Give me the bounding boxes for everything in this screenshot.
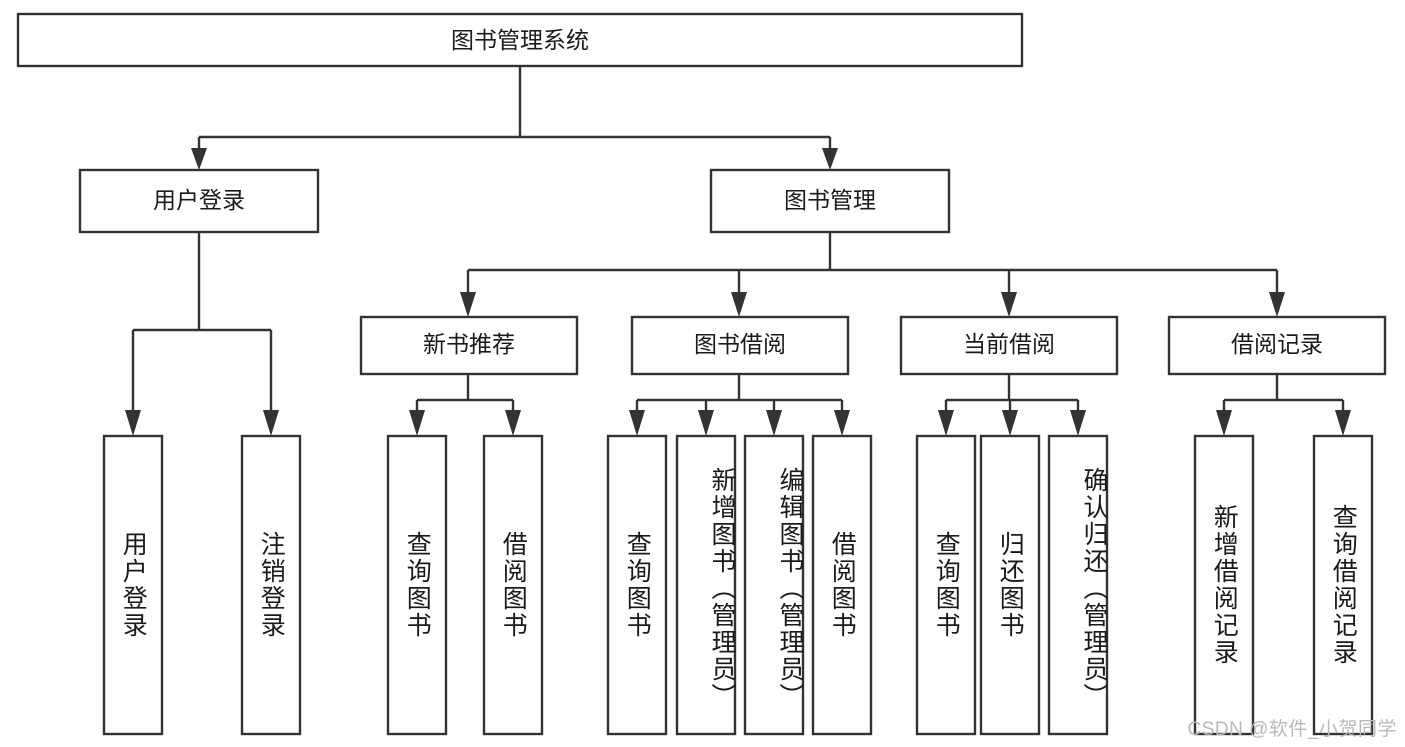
leaf-label-borrow-book-borrow: 借阅图书 xyxy=(828,531,857,639)
arrowhead-new-book-rec xyxy=(460,292,476,317)
arrowhead-book-mgmt xyxy=(822,148,838,170)
arrowhead-book-borrow xyxy=(731,292,747,317)
leaf-box-query-borrow-record[interactable] xyxy=(1312,434,1374,736)
leaf-box-query-book-borrow[interactable] xyxy=(606,434,668,736)
node-current-borrowing[interactable] xyxy=(899,315,1119,376)
leaf-box-query-book-rec[interactable] xyxy=(386,434,448,736)
leaf-label-edit-book-admin: 编辑图书（管理员） xyxy=(776,466,804,710)
leaf-label-query-borrow-record: 查询借阅记录 xyxy=(1329,504,1358,666)
leaf-box-borrow-book-borrow[interactable] xyxy=(811,434,873,736)
arrowhead-leaf-query-book-2 xyxy=(629,410,645,436)
leaf-label-query-book-borrow: 查询图书 xyxy=(623,531,652,639)
node-box-layer xyxy=(16,12,1387,736)
arrowhead-leaf-logout xyxy=(263,410,279,436)
label-current-borrowing: 当前借阅 xyxy=(963,331,1055,357)
node-user-login[interactable] xyxy=(78,168,320,234)
arrowhead-leaf-query-book-3 xyxy=(938,410,954,436)
leaf-box-add-book-admin[interactable] xyxy=(675,434,737,736)
arrowhead-borrow-record xyxy=(1269,292,1285,317)
leaf-label-add-borrow-record: 新增借阅记录 xyxy=(1210,504,1239,666)
label-user-login: 用户登录 xyxy=(153,187,245,213)
leaf-box-user-login[interactable] xyxy=(102,434,164,736)
leaf-label-return-book: 归还图书 xyxy=(996,531,1025,639)
leaf-box-return-book[interactable] xyxy=(979,434,1041,736)
label-root-book-management-system: 图书管理系统 xyxy=(451,27,589,53)
node-root-book-management-system[interactable] xyxy=(16,12,1024,68)
label-borrowing-record: 借阅记录 xyxy=(1231,331,1323,357)
csdn-watermark: CSDN @软件_小贺同学 xyxy=(1187,719,1397,740)
node-new-book-recommendation[interactable] xyxy=(359,315,579,376)
label-new-book-recommendation: 新书推荐 xyxy=(423,331,515,357)
label-book-borrowing: 图书借阅 xyxy=(694,331,786,357)
label-book-management: 图书管理 xyxy=(784,187,876,213)
leaf-box-edit-book-admin[interactable] xyxy=(743,434,805,736)
arrowhead-leaf-edit-book xyxy=(766,410,782,436)
arrowhead-leaf-query-record xyxy=(1335,410,1351,436)
arrowhead-leaf-add-book xyxy=(698,410,714,436)
arrowhead-current-borrow xyxy=(1001,292,1017,317)
leaf-label-logout: 注销登录 xyxy=(257,531,286,639)
leaf-label-borrow-book-rec: 借阅图书 xyxy=(499,531,528,639)
leaf-box-confirm-return-admin[interactable] xyxy=(1047,434,1109,736)
arrowhead-leaf-user-login xyxy=(125,410,141,436)
leaf-label-add-book-admin: 新增图书（管理员） xyxy=(708,466,736,710)
leaf-box-add-borrow-record[interactable] xyxy=(1193,434,1255,736)
arrowhead-user-login xyxy=(191,148,207,170)
arrowhead-leaf-add-record xyxy=(1216,410,1232,436)
connector-layer xyxy=(125,66,1351,436)
node-book-management[interactable] xyxy=(709,168,951,234)
leaf-label-query-book-current: 查询图书 xyxy=(932,531,961,639)
arrowhead-leaf-confirm-return xyxy=(1070,410,1086,436)
leaf-label-query-book-rec: 查询图书 xyxy=(403,531,432,639)
leaf-label-confirm-return-admin: 确认归还（管理员） xyxy=(1080,466,1108,710)
leaf-box-query-book-current[interactable] xyxy=(915,434,977,736)
arrowhead-leaf-return-book xyxy=(1002,410,1018,436)
arrowhead-leaf-borrow-book-1 xyxy=(505,410,521,436)
arrowhead-leaf-borrow-book-2 xyxy=(834,410,850,436)
arrowhead-leaf-query-book-1 xyxy=(409,410,425,436)
horizontal-label-layer: 图书管理系统 用户登录 图书管理 新书推荐 图书借阅 当前借阅 借阅记录 xyxy=(153,27,1323,357)
leaf-label-user-login: 用户登录 xyxy=(119,531,148,639)
node-book-borrowing[interactable] xyxy=(630,315,850,376)
leaf-box-logout[interactable] xyxy=(240,434,302,736)
node-borrowing-record[interactable] xyxy=(1167,315,1387,376)
leaf-box-borrow-book-rec[interactable] xyxy=(482,434,544,736)
